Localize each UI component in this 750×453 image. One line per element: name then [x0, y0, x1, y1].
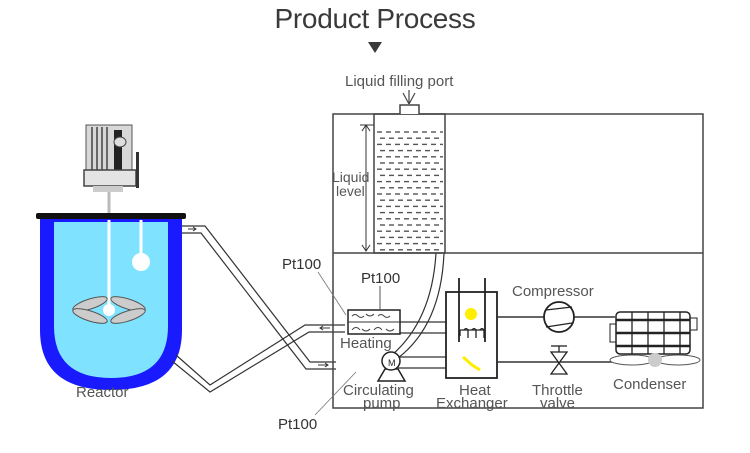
heater: [347, 286, 401, 335]
motor: [83, 124, 139, 310]
condenser-icon: [609, 311, 701, 367]
agitator-icon: [72, 296, 146, 324]
liquid-filling-port-label: Liquid filling port: [345, 73, 454, 90]
throttle-valve-label-2: valve: [540, 395, 575, 412]
filling-port: [399, 90, 420, 114]
circulating-pump-label-1: Circulating: [343, 382, 414, 399]
compressor-label: Compressor: [512, 283, 594, 300]
cabinet: [332, 113, 704, 409]
heating-label: Heating: [340, 335, 392, 352]
flow-arrows: [188, 226, 330, 368]
arrow-down-icon: [368, 42, 382, 53]
heat-exchanger: [445, 278, 498, 379]
page-title: Product Process: [274, 3, 476, 34]
pt100-top-left-label: Pt100: [282, 256, 321, 273]
filling-arrow-icon: [402, 90, 416, 105]
reactor-label: Reactor: [76, 384, 129, 401]
liquid-level-label-2: level: [336, 183, 365, 199]
svg-text:M: M: [388, 358, 396, 368]
pt100-heater-label: Pt100: [361, 270, 400, 287]
pt100-bottom-label: Pt100: [278, 416, 317, 433]
compressor-icon: [543, 301, 575, 333]
throttle-valve-icon: [549, 345, 569, 375]
liquid-level-indicator: [360, 124, 374, 252]
throttle-valve-label-1: Throttle: [532, 382, 583, 399]
liquid-level-label-1: Liquid: [332, 169, 369, 185]
heat-exchanger-label-2: Exchanger: [436, 395, 508, 412]
circulating-pump-icon: M: [376, 351, 407, 382]
heat-exchanger-label-1: Heat: [459, 382, 492, 399]
reactor: [36, 213, 186, 390]
circulating-pump-label-2: pump: [363, 395, 401, 412]
liquid-fill: [377, 131, 443, 251]
pipes: [171, 225, 446, 393]
condenser-label: Condenser: [613, 376, 686, 393]
